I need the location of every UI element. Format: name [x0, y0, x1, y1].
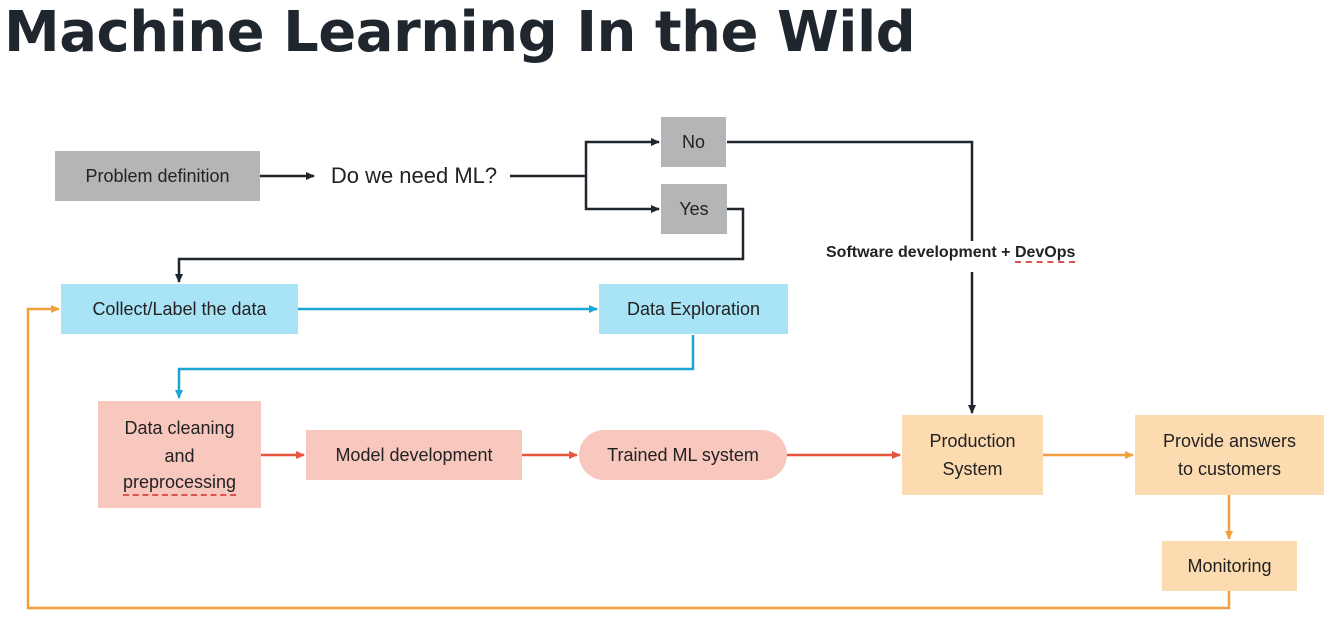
data-cleaning-line2: and: [164, 445, 195, 466]
problem-definition-box: Problem definition: [55, 151, 260, 201]
trained-ml-system-box: Trained ML system: [579, 430, 787, 480]
trained-ml-system-label: Trained ML system: [607, 445, 759, 465]
provide-answers-box: Provide answers to customers: [1135, 415, 1324, 495]
arrow-no-to-production-top: [727, 140, 974, 241]
monitoring-box: Monitoring: [1162, 541, 1297, 591]
yes-box: Yes: [661, 184, 727, 234]
answers-line2: to customers: [1177, 459, 1282, 479]
arrow-to-yes: [584, 176, 660, 213]
production-system-box: Production System: [902, 415, 1043, 495]
collect-label-text: Collect/Label the data: [92, 299, 267, 319]
answers-line1: Provide answers: [1162, 431, 1297, 451]
production-line1: Production: [929, 431, 1016, 451]
question-label: Do we need ML?: [330, 163, 498, 188]
production-line2: System: [942, 459, 1003, 479]
monitoring-label: Monitoring: [1187, 556, 1272, 576]
model-development-label: Model development: [335, 445, 493, 465]
problem-definition-label: Problem definition: [85, 166, 230, 186]
arrow-exploration-to-cleaning: [175, 335, 695, 399]
page-title: Machine Learning In the Wild: [4, 0, 916, 65]
no-box: No: [661, 117, 726, 167]
software-devops-label: Software development + DevOps: [826, 244, 1076, 263]
no-label: No: [681, 132, 705, 152]
devops-text: DevOps: [1014, 244, 1076, 263]
collect-label-box: Collect/Label the data: [61, 284, 298, 334]
arrow-to-no: [584, 138, 660, 176]
arrow-yes-to-collect: [175, 207, 745, 283]
question-text: Do we need ML?: [316, 160, 512, 192]
yes-label: Yes: [679, 199, 709, 219]
data-exploration-box: Data Exploration: [599, 284, 788, 334]
data-cleaning-line3: preprocessing: [122, 470, 237, 496]
data-cleaning-line1: Data cleaning: [124, 417, 235, 438]
model-development-box: Model development: [306, 430, 522, 480]
arrow-monitoring-loop: [26, 305, 1231, 610]
data-exploration-label: Data Exploration: [626, 299, 761, 319]
data-cleaning-box: Data cleaning and preprocessing: [98, 401, 261, 508]
software-dev-text: Software development +: [826, 244, 1015, 261]
